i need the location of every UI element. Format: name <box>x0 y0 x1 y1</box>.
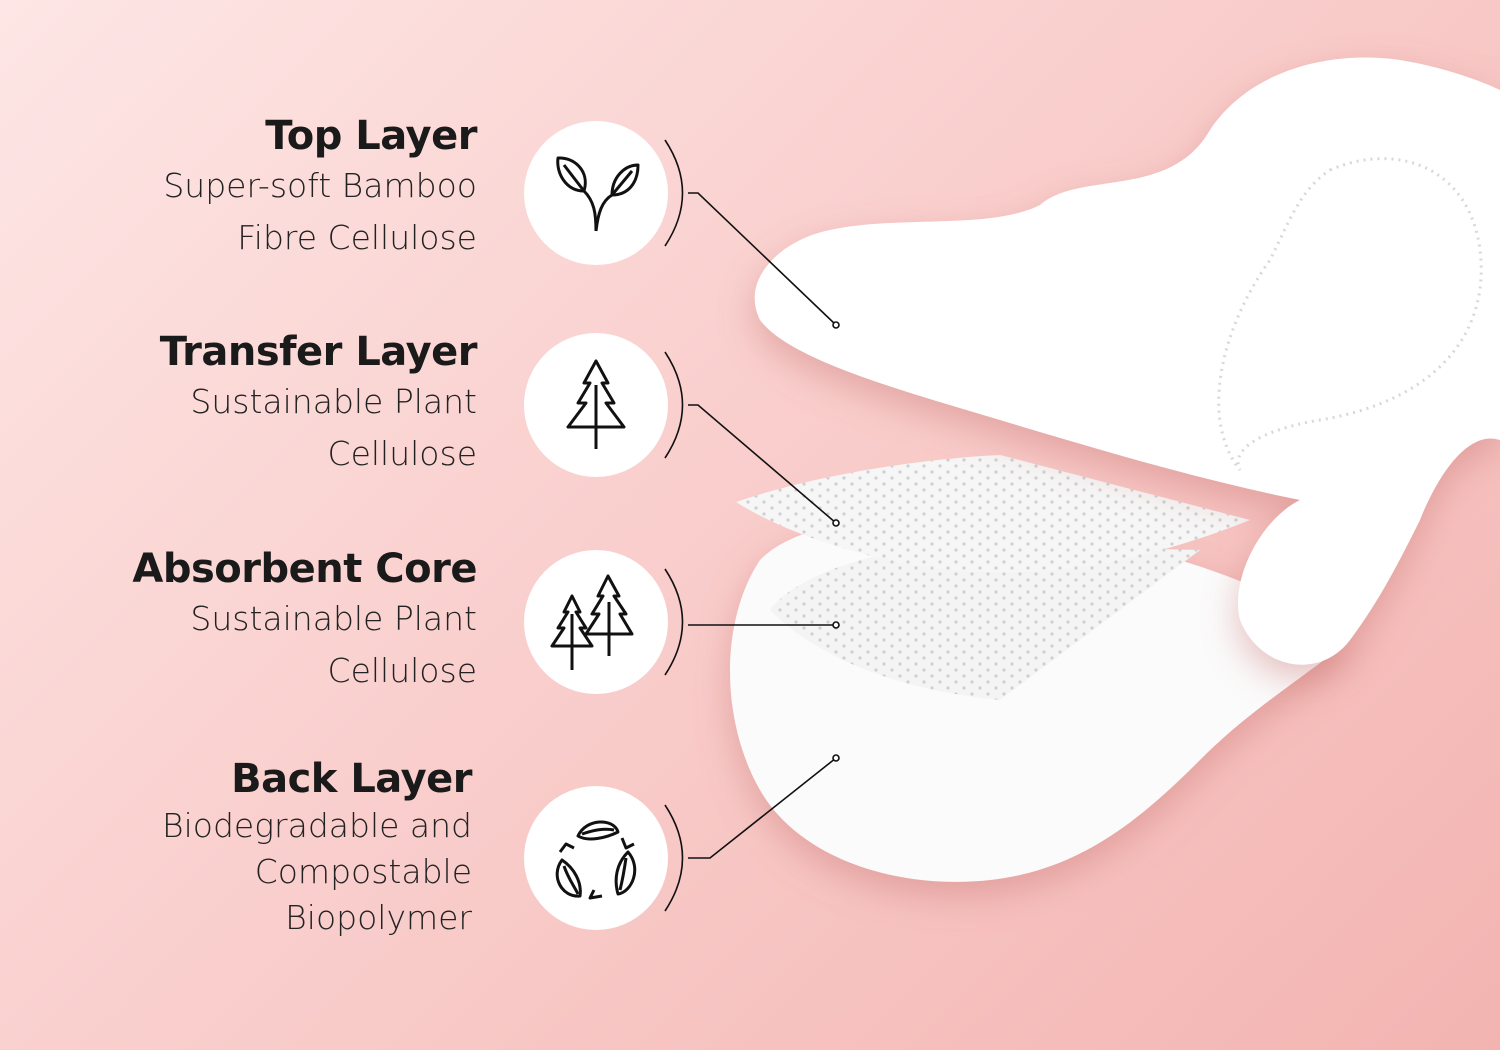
layer-title: Back Layer <box>231 756 472 802</box>
layer-desc-line: Cellulose <box>327 434 477 473</box>
layer-absorbent-core: Absorbent Core Sustainable Plant Cellulo… <box>132 545 477 697</box>
layer-desc-line: Super-soft Bamboo <box>163 166 477 205</box>
layer-desc-line: Sustainable Plant <box>190 599 477 638</box>
pine-trees-icon <box>550 574 634 670</box>
leaf-sprout-icon <box>556 156 640 232</box>
bracket-2 <box>664 351 684 459</box>
leader-1 <box>688 192 837 326</box>
layer-title: Transfer Layer <box>159 329 478 375</box>
icon-circle-top <box>524 121 668 265</box>
recycle-leaves-icon <box>555 820 637 900</box>
icon-circle-transfer <box>524 333 668 477</box>
icon-circle-back <box>524 786 668 930</box>
bracket-1 <box>664 139 684 247</box>
bracket-4 <box>664 804 684 912</box>
layer-desc-line: Cellulose <box>327 651 477 690</box>
layer-desc-line: Compostable <box>254 852 472 891</box>
layer-desc-line: Sustainable Plant <box>190 382 477 421</box>
layer-title: Absorbent Core <box>132 546 477 592</box>
leader-2 <box>688 404 837 524</box>
layer-back: Back Layer Biodegradable and Compostable… <box>162 755 472 941</box>
layer-top: Top Layer Super-soft Bamboo Fibre Cellul… <box>163 112 477 264</box>
leader-4 <box>688 757 837 859</box>
layer-desc-line: Biopolymer <box>285 898 472 937</box>
layer-transfer: Transfer Layer Sustainable Plant Cellulo… <box>159 328 478 480</box>
layer-desc-line: Fibre Cellulose <box>237 218 477 257</box>
top-layer-shape <box>754 57 1500 665</box>
layer-desc-line: Biodegradable and <box>162 806 472 845</box>
layer-title: Top Layer <box>265 113 477 159</box>
bracket-3 <box>664 568 684 676</box>
icon-circle-absorbent <box>524 550 668 694</box>
pine-tree-icon <box>566 359 626 449</box>
